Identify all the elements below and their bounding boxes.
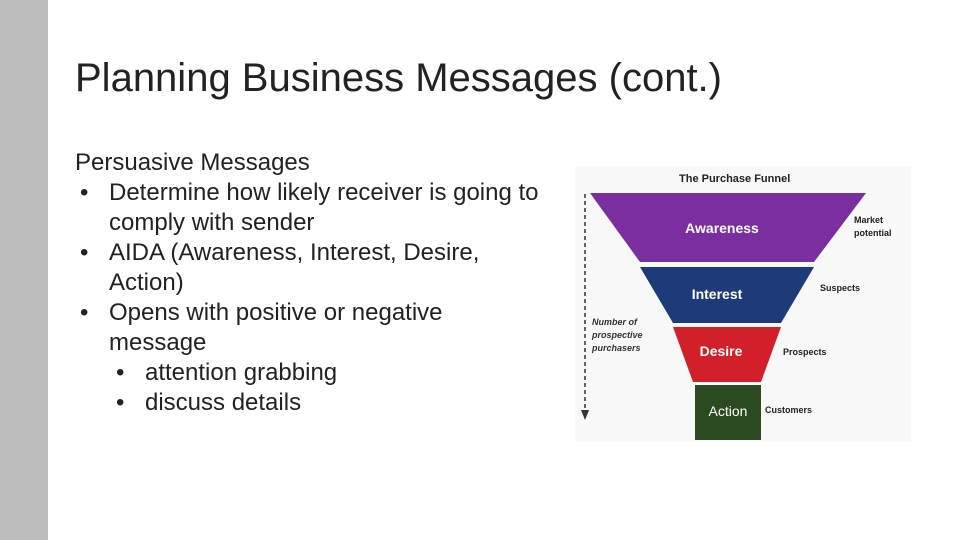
- axis-label-line-2: prospective: [591, 330, 643, 340]
- bullet-item: AIDA (Awareness, Interest, Desire, Actio…: [75, 238, 545, 298]
- slide-side-bar: [0, 0, 48, 540]
- bullet-item: Opens with positive or negative message: [75, 298, 545, 358]
- sub-bullet-item: attention grabbing: [75, 358, 545, 388]
- section-heading: Persuasive Messages: [75, 149, 310, 176]
- side-label-prospects: Prospects: [783, 347, 827, 357]
- side-label-customers: Customers: [765, 405, 812, 415]
- axis-arrow-icon: [581, 410, 589, 420]
- axis-label-line-1: Number of: [592, 317, 638, 327]
- stage-label-awareness: Awareness: [685, 220, 759, 236]
- bullet-item: Determine how likely receiver is going t…: [75, 178, 545, 238]
- side-label-suspects: Suspects: [820, 283, 860, 293]
- funnel-stage-desire: [673, 327, 781, 382]
- funnel-svg: The Purchase Funnel Number of prospectiv…: [581, 173, 892, 440]
- stage-label-desire: Desire: [700, 343, 743, 359]
- side-label-market: Market: [854, 215, 883, 225]
- stage-label-interest: Interest: [692, 286, 743, 302]
- funnel-title: The Purchase Funnel: [679, 173, 790, 185]
- stage-label-action: Action: [709, 403, 748, 419]
- slide-title: Planning Business Messages (cont.): [75, 56, 722, 100]
- bullet-list: Determine how likely receiver is going t…: [75, 178, 545, 418]
- sub-bullet-item: discuss details: [75, 388, 545, 418]
- funnel-stage-interest: [640, 267, 814, 323]
- side-label-potential: potential: [854, 228, 892, 238]
- funnel-stage-awareness: [590, 193, 866, 262]
- axis-label-line-3: purchasers: [591, 343, 641, 353]
- slide-body: Persuasive Messages Determine how likely…: [75, 148, 545, 418]
- funnel-stage-action: [695, 385, 761, 440]
- purchase-funnel-diagram: The Purchase Funnel Number of prospectiv…: [575, 166, 911, 442]
